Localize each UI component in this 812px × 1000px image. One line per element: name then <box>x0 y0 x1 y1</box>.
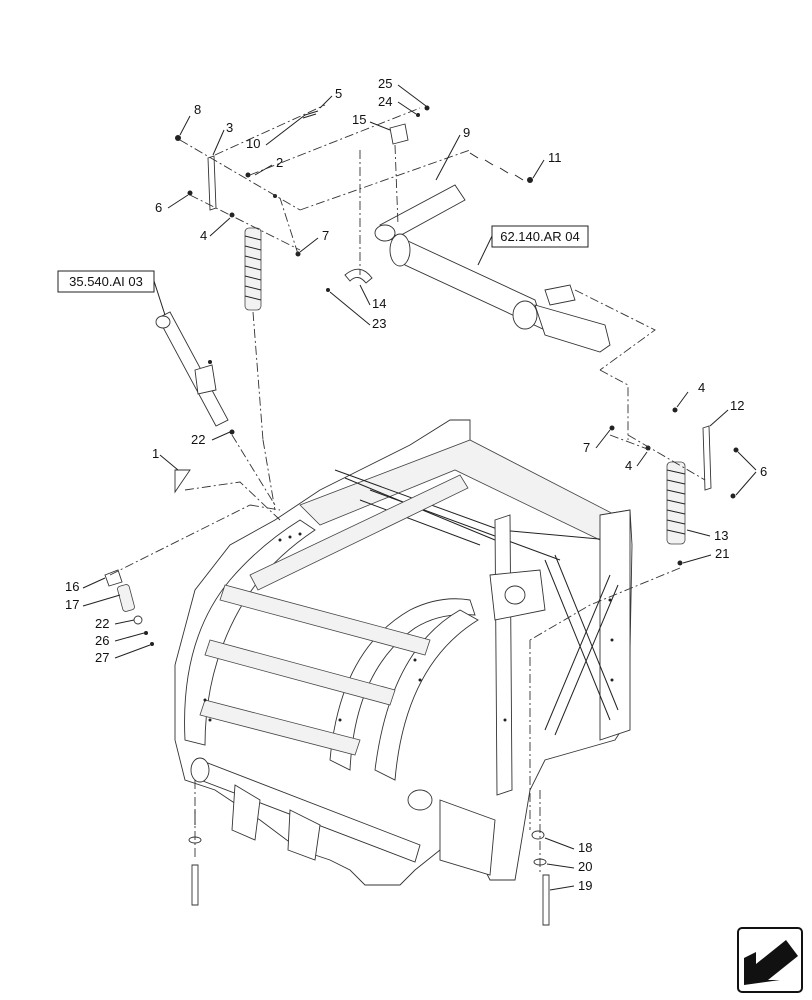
callout-20: 20 <box>578 859 592 874</box>
callout-4-right-bottom: 4 <box>625 458 632 473</box>
next-page-arrow-icon[interactable] <box>737 927 803 993</box>
reference-box-35-540[interactable]: 35.540.AI 03 <box>57 270 166 316</box>
left-rod-assembly <box>155 311 276 506</box>
top-shaft-arm <box>326 105 656 440</box>
reference-label-a[interactable]: 35.540.AI 03 <box>69 274 143 289</box>
callout-9: 9 <box>463 125 470 140</box>
callout-11: 11 <box>548 150 562 165</box>
callout-10: 10 <box>246 136 260 151</box>
callouts: 1 2 3 4 4 4 5 6 6 7 7 8 9 10 11 12 13 <box>65 76 767 893</box>
item-1-flag <box>174 469 191 494</box>
callout-13: 13 <box>714 528 728 543</box>
callout-7-left: 7 <box>322 228 329 243</box>
main-frame <box>174 419 633 886</box>
right-spring-assembly <box>529 407 739 830</box>
callout-1: 1 <box>152 446 159 461</box>
callout-19: 19 <box>578 878 592 893</box>
callout-21: 21 <box>715 546 729 561</box>
upper-left-spring-assembly <box>175 104 471 511</box>
reference-label-b[interactable]: 62.140.AR 04 <box>500 229 580 244</box>
callout-8: 8 <box>194 102 201 117</box>
callout-4-left: 4 <box>200 228 207 243</box>
callout-27: 27 <box>95 650 109 665</box>
callout-16: 16 <box>65 579 79 594</box>
bottom-fasteners <box>188 780 550 926</box>
callout-2: 2 <box>276 155 283 170</box>
callout-18: 18 <box>578 840 592 855</box>
callout-25: 25 <box>378 76 392 91</box>
callout-22-bottom: 22 <box>95 616 109 631</box>
callout-24: 24 <box>378 94 392 109</box>
callout-5: 5 <box>335 86 342 101</box>
callout-4-right-top: 4 <box>698 380 705 395</box>
callout-14: 14 <box>372 296 386 311</box>
callout-6-right: 6 <box>760 464 767 479</box>
callout-26: 26 <box>95 633 109 648</box>
callout-3: 3 <box>226 120 233 135</box>
callout-15: 15 <box>352 112 366 127</box>
callout-6-left: 6 <box>155 200 162 215</box>
lower-left-spring <box>104 481 281 646</box>
callout-7-right: 7 <box>583 440 590 455</box>
callout-17: 17 <box>65 597 79 612</box>
callout-23: 23 <box>372 316 386 331</box>
callout-22-top: 22 <box>191 432 205 447</box>
reference-box-62-140[interactable]: 62.140.AR 04 <box>477 225 589 266</box>
callout-12: 12 <box>730 398 744 413</box>
